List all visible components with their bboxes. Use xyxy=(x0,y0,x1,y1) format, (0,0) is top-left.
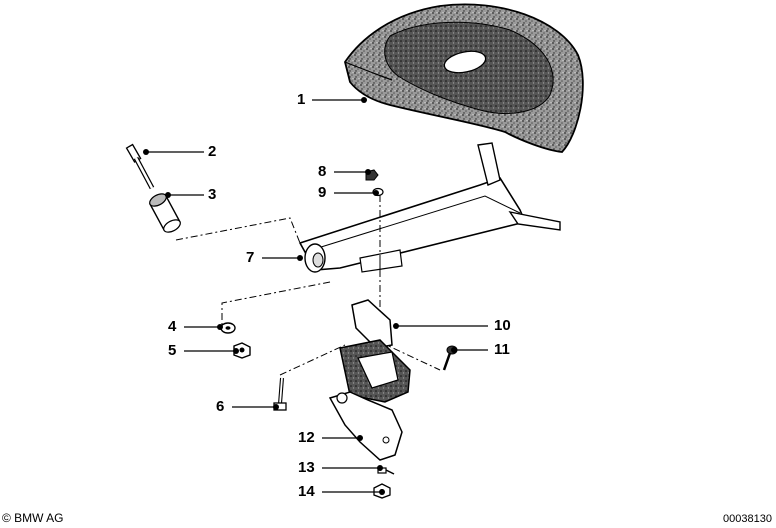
nut xyxy=(233,342,251,359)
washer xyxy=(220,322,236,334)
callout-1: 1 xyxy=(297,91,306,108)
carrier-arm xyxy=(298,142,561,273)
bolt xyxy=(125,143,155,190)
leader-dots xyxy=(143,97,457,495)
callout-2: 2 xyxy=(208,143,217,160)
bushing xyxy=(149,193,181,233)
callout-11: 11 xyxy=(494,341,510,358)
callout-14: 14 xyxy=(298,483,315,500)
leader-lines xyxy=(146,99,488,493)
callout-9: 9 xyxy=(318,184,327,201)
callout-7: 7 xyxy=(246,249,255,266)
callout-5: 5 xyxy=(168,342,177,359)
callout-12: 12 xyxy=(298,429,315,446)
spare-wheel-cover xyxy=(344,3,584,153)
callout-13: 13 xyxy=(298,459,315,476)
holder-bracket xyxy=(339,299,411,403)
callout-10: 10 xyxy=(494,317,511,334)
mounting-plate xyxy=(328,391,403,461)
callout-8: 8 xyxy=(318,163,327,180)
copyright-label: © BMW AG xyxy=(2,511,64,525)
diagram-id-label: 00038130 xyxy=(723,513,772,525)
callout-3: 3 xyxy=(208,186,217,203)
assembly-lines xyxy=(175,195,441,376)
callout-6: 6 xyxy=(216,398,225,415)
callout-4: 4 xyxy=(168,318,177,335)
